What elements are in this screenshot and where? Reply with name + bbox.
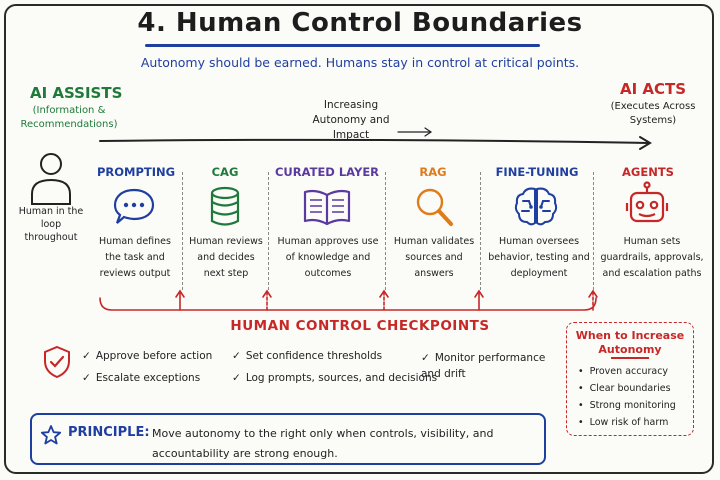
brain-icon [514,187,558,226]
stage-title: CAG [211,165,239,179]
autonomy-axis-arrow [99,138,649,144]
when-item: •Strong monitoring [578,400,676,411]
outer-frame [4,4,714,474]
stage-rag: RAG [390,165,476,179]
stage-divider [385,172,386,290]
checkpoints-title: HUMAN CONTROL CHECKPOINTS [230,318,490,334]
checkpoint-item: ✓Log prompts, sources, and decisions [232,372,438,384]
checkpoint-item: ✓Monitor performance and drift [421,352,546,380]
magnifier-icon [416,188,453,226]
star-icon [40,425,62,445]
stage-prompting: PROMPTING [92,165,180,179]
when-item: •Proven accuracy [578,366,669,377]
stage-agents: AGENTS [600,165,696,179]
checkpoint-bracket [99,289,598,311]
shield-check-icon [44,345,70,379]
diagram-title: 4. Human Control Boundaries [137,8,583,38]
checkpoint-item: ✓Escalate exceptions [82,372,201,384]
stage-description: Human validates sources and answers [393,236,475,279]
human-in-loop-label: Human in the loop throughout [18,206,84,243]
title-underline [145,44,540,47]
chat-bubble-icon [113,188,155,224]
when-to-increase-title: When to Increase Autonomy [575,329,685,356]
autonomy-axis-label: Increasing Autonomy and Impact [312,99,390,141]
principle-label: PRINCIPLE: [68,425,150,440]
when-item: •Clear boundaries [578,383,671,394]
principle-text: Move autonomy to the right only when con… [152,427,494,460]
robot-icon [625,181,669,223]
stage-divider [182,172,183,290]
stage-title: RAG [419,165,447,179]
human-icon [31,153,71,205]
stage-description: Human approves use of knowledge and outc… [277,236,379,279]
stage-description: Human reviews and decides next step [189,236,263,279]
stage-description: Human oversees behavior, testing and dep… [488,236,590,279]
when-to-increase-box [566,322,694,436]
stage-cag: CAG [186,165,264,179]
stage-title: FINE-TUNING [495,165,579,179]
stage-title: PROMPTING [96,165,176,179]
stage-title: AGENTS [622,165,674,179]
ai-acts-subtitle: (Executes Across Systems) [610,101,696,126]
checkpoint-item: ✓Set confidence thresholds [232,350,383,362]
open-book-icon [303,189,351,226]
ai-acts-title: AI ACTS [620,80,687,98]
stage-title: CURATED LAYER [274,165,380,179]
ai-assists-title: AI ASSISTS [30,84,123,102]
stage-description: Human defines the task and reviews outpu… [99,236,171,279]
when-title-underline [611,357,649,359]
stage-divider [593,172,594,290]
stage-fine-tuning: FINE-TUNING [484,165,590,179]
checkpoint-item: ✓Approve before action [82,350,213,362]
stage-divider [268,172,269,290]
stage-description: Human sets guardrails, approvals, and es… [600,236,704,279]
stage-curated-layer: CURATED LAYER [272,165,382,179]
ai-assists-subtitle: (Information & Recommendations) [20,105,118,130]
when-item: •Low risk of harm [578,417,669,428]
database-icon [210,186,240,226]
principle-box [30,413,546,465]
stage-divider [480,172,481,290]
diagram-subtitle: Autonomy should be earned. Humans stay i… [140,55,580,70]
